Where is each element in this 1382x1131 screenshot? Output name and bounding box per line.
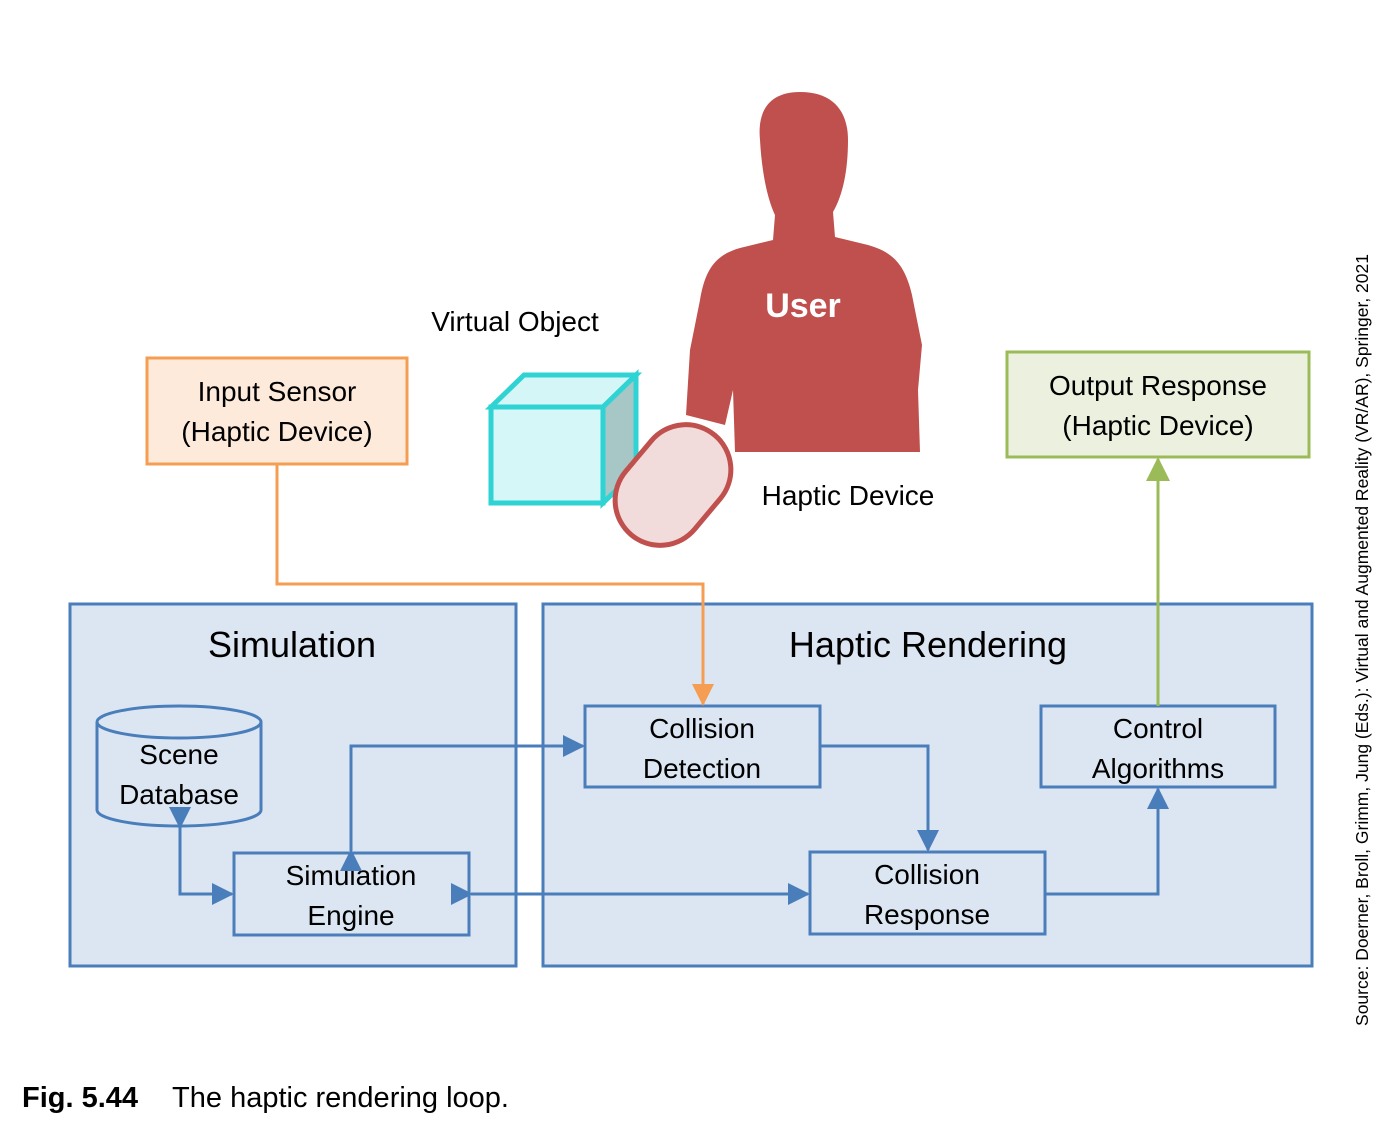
user-silhouette <box>686 92 922 452</box>
virtual-object-label: Virtual Object <box>431 306 599 337</box>
engine-detection-arrow <box>340 735 585 871</box>
scene-database-line2: Database <box>119 779 239 810</box>
collision-response-line2: Response <box>864 899 990 930</box>
output-response-line1: Output Response <box>1049 370 1267 401</box>
collision-response-box: Collision Response <box>808 850 1047 936</box>
simulation-engine-box: Simulation Engine <box>232 851 471 937</box>
virtual-object-cube <box>484 369 643 509</box>
haptic-rendering-title: Haptic Rendering <box>789 624 1067 665</box>
output-response-box: Output Response (Haptic Device) <box>1005 350 1311 459</box>
haptic-device-label: Haptic Device <box>762 480 935 511</box>
input-sensor-box: Input Sensor (Haptic Device) <box>145 356 409 466</box>
control-algorithms-box: Control Algorithms <box>1039 704 1277 789</box>
detection-to-response-arrow <box>820 744 939 852</box>
collision-detection-line1: Collision <box>649 713 755 744</box>
simulation-engine-line1: Simulation <box>286 860 417 891</box>
scene-database-line1: Scene <box>139 739 218 770</box>
user-label: User <box>765 287 841 325</box>
response-to-control-arrow <box>1045 787 1169 896</box>
source-credit: Source: Doerner, Broll, Grimm, Jung (Eds… <box>1352 254 1372 1026</box>
haptic-device-capsule <box>612 422 734 548</box>
scene-database-cylinder: Scene Database <box>95 704 263 828</box>
database-engine-arrow <box>169 807 234 905</box>
input-sensor-line2: (Haptic Device) <box>181 416 372 447</box>
input-sensor-line1: Input Sensor <box>198 376 357 407</box>
figure-number: Fig. 5.44 <box>22 1082 139 1114</box>
control-algorithms-line1: Control <box>1113 713 1203 744</box>
control-algorithms-line2: Algorithms <box>1092 753 1224 784</box>
collision-detection-line2: Detection <box>643 753 761 784</box>
collision-detection-box: Collision Detection <box>583 704 822 789</box>
collision-response-line1: Collision <box>874 859 980 890</box>
simulation-engine-line2: Engine <box>307 900 394 931</box>
output-response-line2: (Haptic Device) <box>1062 410 1253 441</box>
figure-caption-text: The haptic rendering loop. <box>172 1082 509 1114</box>
figure-caption: Fig. 5.44 The haptic rendering loop. <box>22 1082 509 1115</box>
input-to-detection-arrow <box>275 464 714 706</box>
simulation-title: Simulation <box>208 624 376 665</box>
